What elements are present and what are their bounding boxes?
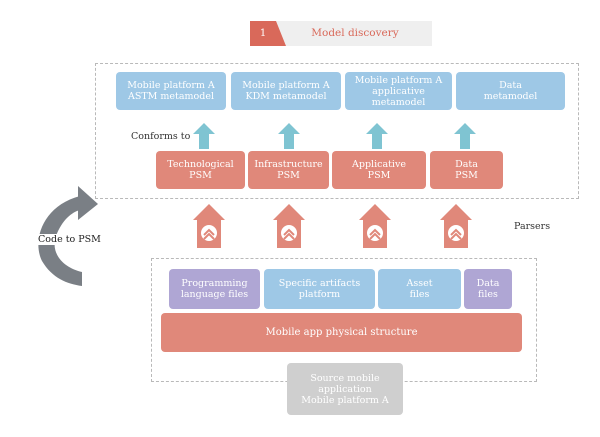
parser-arrow-icon — [193, 204, 225, 248]
parser-arrow-icon — [359, 204, 391, 248]
code-to-psm-label: Code to PSM — [36, 234, 103, 245]
psm-infrastructure: Infrastructure PSM — [248, 151, 329, 189]
psm-data: Data PSM — [430, 151, 503, 189]
artifact-programming-language-files: Programming language files — [169, 269, 260, 309]
psm-technological: Technological PSM — [156, 151, 245, 189]
parsers-label: Parsers — [514, 221, 551, 232]
parser-arrow-icon — [273, 204, 305, 248]
conforms-arrow-icon — [454, 123, 476, 149]
metamodel-kdm: Mobile platform A KDM metamodel — [231, 72, 341, 110]
conforms-arrow-icon — [366, 123, 388, 149]
conforms-to-label: Conforms to — [131, 131, 191, 142]
header-number-tab — [250, 21, 286, 46]
model-group-frame — [95, 63, 579, 199]
metamodel-astm: Mobile platform A ASTM metamodel — [116, 72, 226, 110]
code-to-psm-curved-arrow — [38, 186, 98, 286]
header-number: 1 — [259, 28, 267, 39]
parser-arrow-icon — [440, 204, 472, 248]
conforms-arrow-icon — [278, 123, 300, 149]
artifact-specific-artifacts-platform: Specific artifacts platform — [264, 269, 375, 309]
metamodel-applicative: Mobile platform A applicative metamodel — [345, 72, 452, 110]
conforms-arrow-icon — [193, 123, 215, 149]
artifact-asset-files: Asset files — [378, 269, 461, 309]
psm-applicative: Applicative PSM — [332, 151, 426, 189]
metamodel-data: Data metamodel — [456, 72, 565, 110]
mobile-app-physical-structure: Mobile app physical structure — [161, 313, 522, 352]
header-title: Model discovery — [311, 27, 399, 39]
artifact-data-files: Data files — [464, 269, 512, 309]
source-mobile-application: Source mobile application Mobile platfor… — [287, 363, 403, 415]
